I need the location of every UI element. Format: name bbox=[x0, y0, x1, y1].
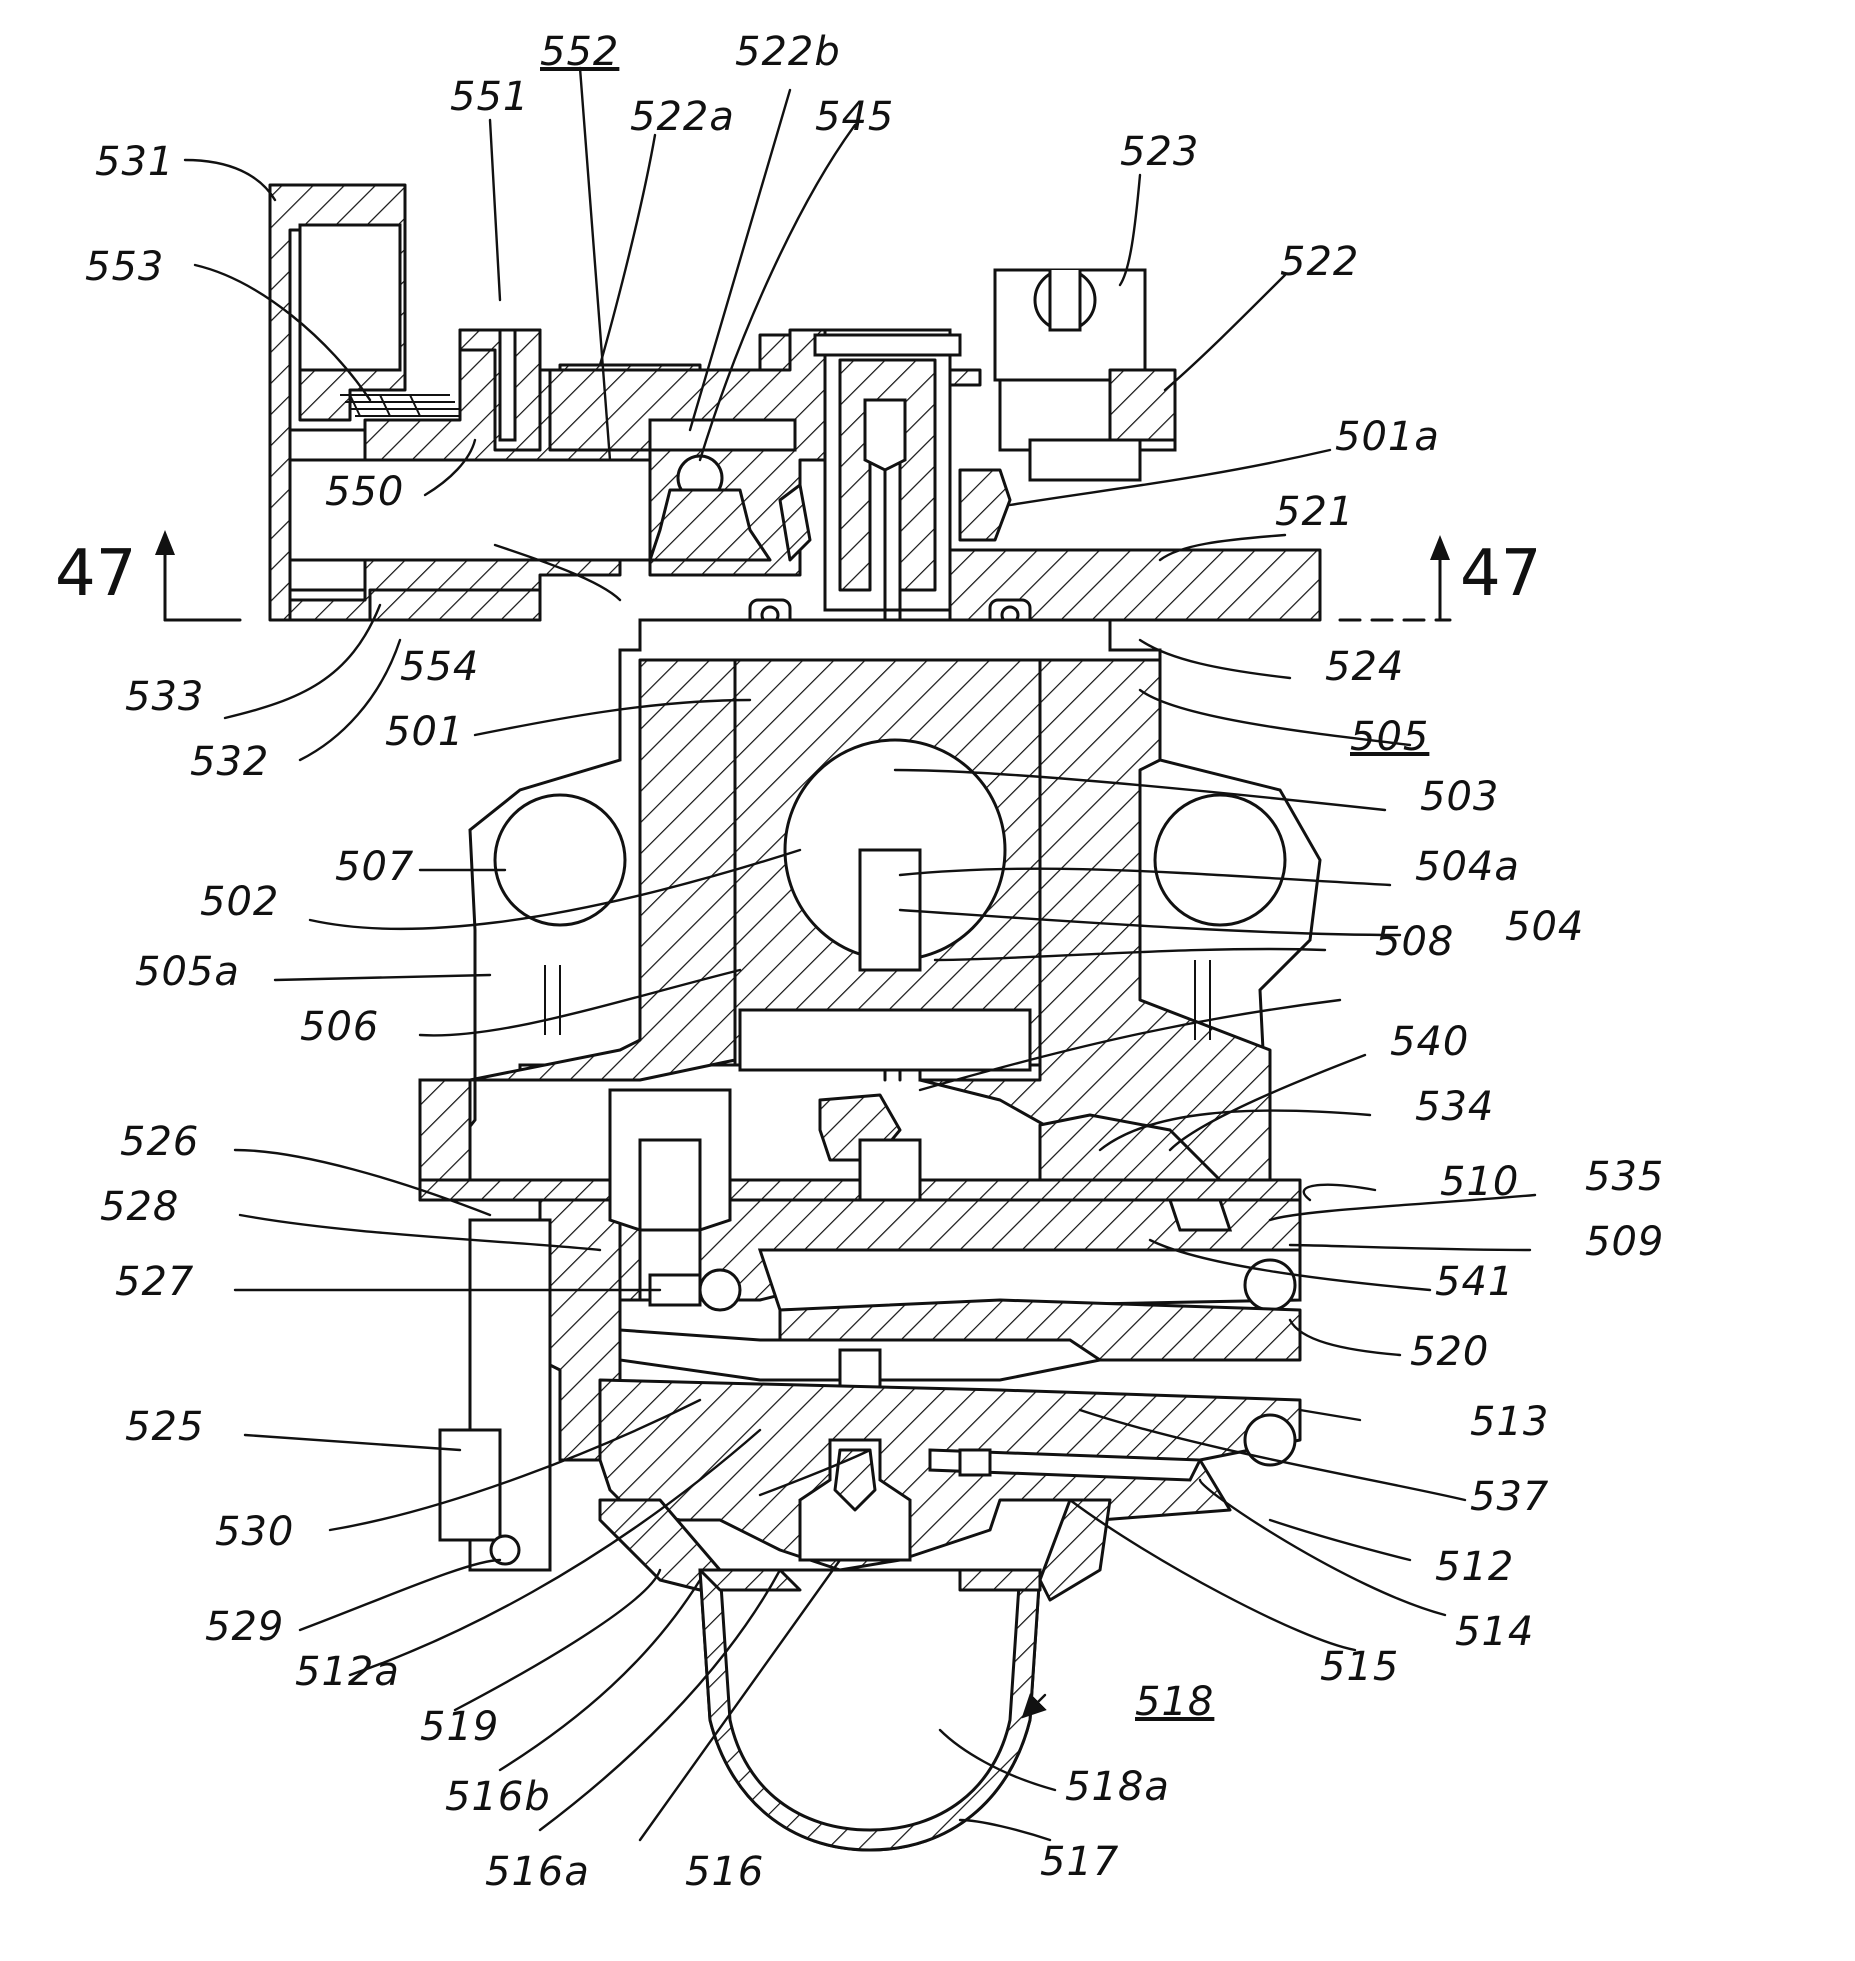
label-509: 509 bbox=[1585, 1219, 1664, 1265]
label-516: 516 bbox=[685, 1849, 764, 1895]
label-534: 534 bbox=[1415, 1084, 1494, 1130]
label-524: 524 bbox=[1325, 644, 1404, 690]
label-554: 554 bbox=[400, 644, 479, 690]
label-514: 514 bbox=[1455, 1609, 1534, 1655]
label-526: 526 bbox=[120, 1119, 199, 1165]
label-535: 535 bbox=[1585, 1154, 1664, 1200]
label-550: 550 bbox=[325, 469, 404, 515]
label-506: 506 bbox=[300, 1004, 379, 1050]
label-533: 533 bbox=[125, 674, 204, 720]
label-505: 505 bbox=[1350, 714, 1429, 760]
label-516b: 516b bbox=[445, 1774, 551, 1820]
label-525: 525 bbox=[125, 1404, 204, 1450]
section-marker-right: 47 bbox=[1460, 537, 1541, 611]
label-537: 537 bbox=[1470, 1474, 1549, 1520]
label-517: 517 bbox=[1040, 1839, 1119, 1885]
label-527: 527 bbox=[115, 1259, 194, 1305]
label-513: 513 bbox=[1470, 1399, 1549, 1445]
label-501a: 501a bbox=[1335, 414, 1440, 460]
label-532: 532 bbox=[190, 739, 269, 785]
label-530: 530 bbox=[215, 1509, 294, 1555]
label-522: 522 bbox=[1280, 239, 1359, 285]
label-515: 515 bbox=[1320, 1644, 1399, 1690]
label-505a: 505a bbox=[135, 949, 240, 995]
label-512a: 512a bbox=[295, 1649, 400, 1695]
label-520: 520 bbox=[1410, 1329, 1489, 1375]
label-503: 503 bbox=[1420, 774, 1499, 820]
label-531: 531 bbox=[95, 139, 174, 185]
label-510: 510 bbox=[1440, 1159, 1519, 1205]
spring-553 bbox=[340, 395, 465, 416]
section-marker-left: 47 bbox=[55, 537, 136, 611]
label-528: 528 bbox=[100, 1184, 179, 1230]
label-523: 523 bbox=[1120, 129, 1199, 175]
label-540: 540 bbox=[1390, 1019, 1469, 1065]
label-504a: 504a bbox=[1415, 844, 1520, 890]
label-512: 512 bbox=[1435, 1544, 1514, 1590]
label-518: 518 bbox=[1135, 1679, 1214, 1725]
bracket-523 bbox=[995, 270, 1175, 480]
label-529: 529 bbox=[205, 1604, 284, 1650]
label-519: 519 bbox=[420, 1704, 499, 1750]
label-522a: 522a bbox=[630, 94, 735, 140]
label-552: 552 bbox=[540, 29, 619, 75]
label-504: 504 bbox=[1505, 904, 1584, 950]
label-541: 541 bbox=[1435, 1259, 1514, 1305]
label-508: 508 bbox=[1375, 919, 1454, 965]
label-553: 553 bbox=[85, 244, 164, 290]
label-551: 551 bbox=[450, 74, 529, 120]
label-501: 501 bbox=[385, 709, 464, 755]
label-502: 502 bbox=[200, 879, 279, 925]
label-518a: 518a bbox=[1065, 1764, 1170, 1810]
label-545: 545 bbox=[815, 94, 894, 140]
label-522b: 522b bbox=[735, 29, 841, 75]
label-516a: 516a bbox=[485, 1849, 590, 1895]
label-507: 507 bbox=[335, 844, 414, 890]
label-521: 521 bbox=[1275, 489, 1354, 535]
